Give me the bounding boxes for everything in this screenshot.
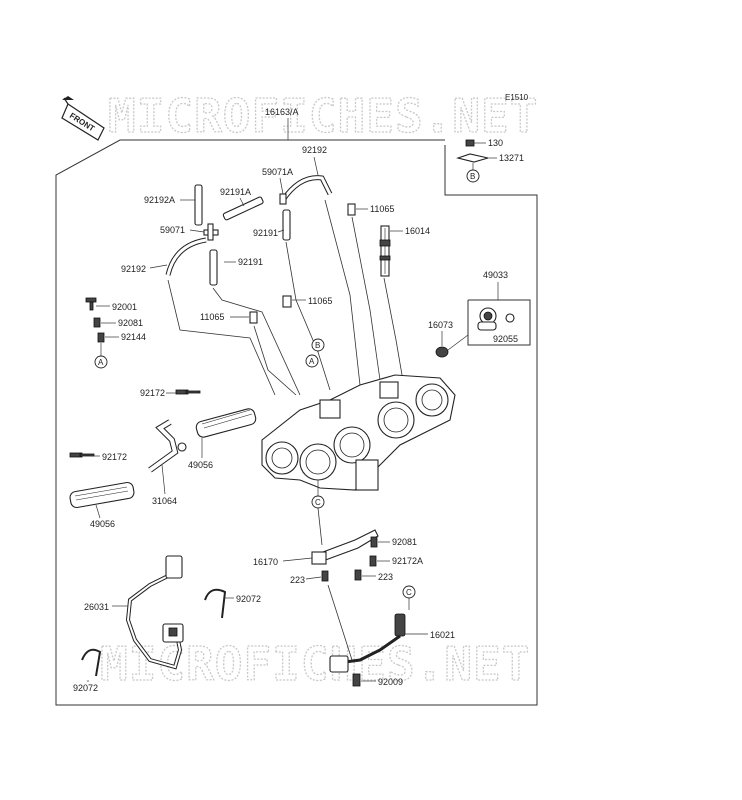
cap-11065-low bbox=[249, 311, 258, 324]
part-59071-tee bbox=[203, 223, 219, 241]
tube-92191A bbox=[222, 196, 264, 221]
throttle-body-assembly bbox=[261, 374, 456, 491]
callout-b-mid bbox=[311, 338, 325, 352]
label-92001: 92001 bbox=[112, 302, 137, 312]
assembly-frame bbox=[55, 139, 538, 706]
screw-223-b bbox=[354, 569, 362, 581]
label-92172A: 92172A bbox=[392, 556, 423, 566]
cap-11065-top bbox=[347, 203, 356, 216]
label-92192A: 92192A bbox=[144, 195, 175, 205]
harness-26031 bbox=[125, 555, 184, 670]
screw-223-a bbox=[321, 570, 329, 582]
tube-92191-a bbox=[282, 209, 291, 241]
part-130-bolt bbox=[465, 139, 475, 147]
valve-49033 bbox=[477, 307, 497, 331]
label-92191A: 92191A bbox=[220, 187, 251, 197]
part-13271-bracket bbox=[456, 153, 489, 163]
label-16014: 16014 bbox=[405, 226, 430, 236]
label-49056-low: 49056 bbox=[90, 519, 115, 529]
label-92191-a: 92191 bbox=[253, 228, 278, 238]
hose-92192-top bbox=[280, 175, 333, 202]
callout-b-top-label: B bbox=[470, 172, 475, 181]
group-label: 16163/A bbox=[265, 107, 299, 117]
spring-92081-right bbox=[370, 536, 378, 548]
callout-c-low-label: C bbox=[406, 588, 412, 597]
label-92191-b: 92191 bbox=[238, 257, 263, 267]
label-59071A: 59071A bbox=[262, 167, 293, 177]
part-59071A-tee bbox=[279, 193, 287, 205]
plug-92144 bbox=[97, 332, 105, 343]
callout-c-low bbox=[402, 585, 416, 599]
label-26031: 26031 bbox=[84, 602, 109, 612]
diagram-code: E1510 bbox=[505, 93, 529, 102]
label-92172-upper: 92172 bbox=[140, 388, 165, 398]
label-11065-mid: 11065 bbox=[308, 296, 332, 306]
screw-92001 bbox=[85, 297, 97, 311]
clamp-92072-b bbox=[81, 648, 102, 677]
hose-92192-left bbox=[165, 237, 207, 276]
label-16021: 16021 bbox=[430, 630, 455, 640]
callout-a-left-label: A bbox=[98, 358, 104, 367]
oring-92055 bbox=[505, 313, 515, 323]
label-31064: 31064 bbox=[152, 496, 177, 506]
sensor-16170 bbox=[311, 529, 379, 565]
callout-c-mid-label: C bbox=[315, 498, 321, 507]
box-49033 bbox=[467, 299, 531, 346]
callout-a-mid bbox=[305, 354, 319, 368]
label-92072-b: 92072 bbox=[73, 683, 98, 693]
label-92055: 92055 bbox=[493, 334, 518, 344]
screw-92172A bbox=[369, 555, 377, 567]
sensor-16021 bbox=[329, 613, 406, 673]
seal-16073 bbox=[435, 346, 449, 358]
label-16073: 16073 bbox=[428, 320, 453, 330]
rail-49056-mid bbox=[195, 408, 257, 438]
label-92172-lower: 92172 bbox=[102, 452, 127, 462]
screw-92172-lower bbox=[69, 452, 95, 458]
label-223-a: 223 bbox=[290, 575, 305, 585]
assembly-guides bbox=[167, 199, 403, 396]
label-92192-left: 92192 bbox=[121, 264, 146, 274]
label-49033: 49033 bbox=[483, 270, 508, 280]
tube-92192A bbox=[194, 184, 203, 226]
label-49056-mid: 49056 bbox=[188, 460, 213, 470]
label-92072-a: 92072 bbox=[236, 594, 261, 604]
tube-92191-b bbox=[209, 249, 218, 286]
pipe-31064 bbox=[148, 419, 187, 473]
label-92192-top: 92192 bbox=[302, 145, 327, 155]
label-13271: 13271 bbox=[499, 153, 524, 163]
label-92009: 92009 bbox=[378, 677, 403, 687]
label-11065-low: 11065 bbox=[200, 312, 224, 322]
watermark-top: MICROFICHES.NET bbox=[108, 89, 538, 143]
callout-a-left bbox=[94, 355, 108, 369]
label-92081-right: 92081 bbox=[392, 537, 417, 547]
front-arrow-icon: FRONT bbox=[61, 96, 105, 141]
callout-a-mid-label: A bbox=[309, 357, 315, 366]
sensor-16014 bbox=[379, 225, 391, 277]
cap-11065-mid bbox=[282, 295, 292, 308]
callout-b-top bbox=[466, 169, 480, 183]
rail-49056-low bbox=[69, 481, 135, 509]
screw-92172-upper bbox=[175, 389, 201, 395]
label-130: 130 bbox=[488, 138, 503, 148]
clamp-92072-a bbox=[204, 588, 227, 619]
spring-92081-left bbox=[93, 317, 101, 328]
callout-b-mid-label: B bbox=[315, 341, 320, 350]
screw-92009 bbox=[352, 673, 361, 687]
label-59071: 59071 bbox=[160, 225, 185, 235]
label-92144: 92144 bbox=[121, 332, 146, 342]
label-223-b: 223 bbox=[378, 572, 393, 582]
label-11065-top: 11065 bbox=[370, 204, 394, 214]
label-16170: 16170 bbox=[253, 557, 278, 567]
label-92081-left: 92081 bbox=[118, 318, 143, 328]
